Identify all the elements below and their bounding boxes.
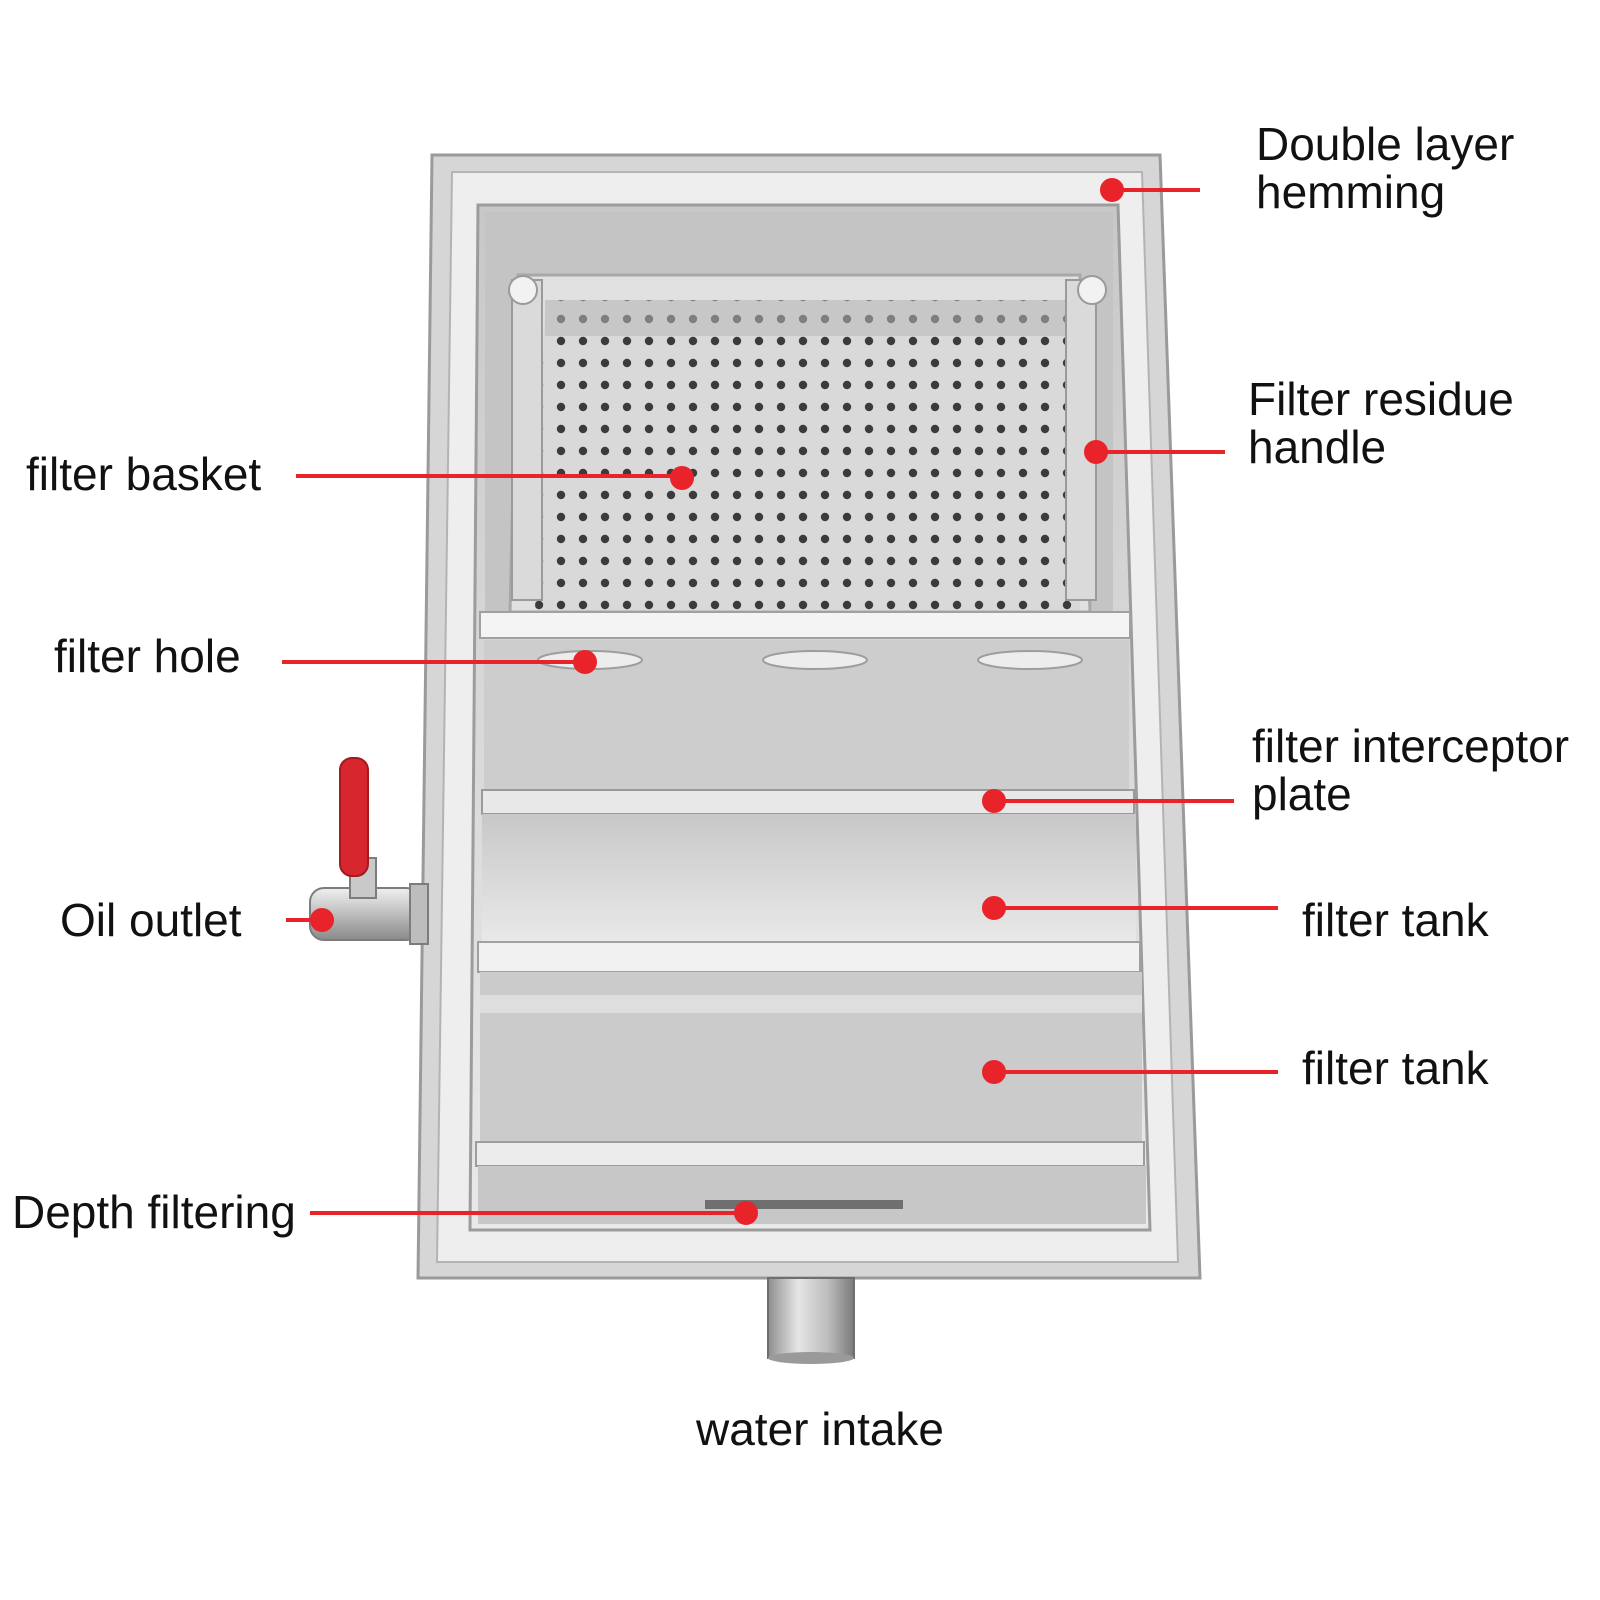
label-line: filter interceptor bbox=[1252, 720, 1570, 772]
marker-oil-outlet bbox=[310, 908, 334, 932]
marker-depth bbox=[734, 1201, 758, 1225]
label-double-layer-hemming: Double layer hemming bbox=[1256, 120, 1514, 216]
tank-body bbox=[416, 153, 1202, 1280]
label-text: Oil outlet bbox=[60, 894, 242, 946]
label-filter-tank-1: filter tank bbox=[1302, 896, 1489, 944]
label-line: Double layer bbox=[1256, 118, 1515, 170]
label-water-intake: water intake bbox=[696, 1405, 944, 1453]
marker-tank-2 bbox=[982, 1060, 1006, 1084]
marker-handle bbox=[1084, 440, 1108, 464]
label-text: Depth filtering bbox=[12, 1186, 296, 1238]
label-line: handle bbox=[1248, 421, 1387, 473]
label-filter-interceptor-plate: filter interceptor plate bbox=[1252, 722, 1569, 818]
label-filter-tank-2: filter tank bbox=[1302, 1044, 1489, 1092]
water-intake-pipe bbox=[767, 1277, 855, 1364]
label-line: Filter residue bbox=[1248, 373, 1514, 425]
label-oil-outlet: Oil outlet bbox=[60, 896, 242, 944]
label-text: water intake bbox=[696, 1403, 945, 1455]
label-filter-residue-handle: Filter residue handle bbox=[1248, 375, 1514, 471]
marker-tank-1 bbox=[982, 896, 1006, 920]
marker-hole bbox=[573, 650, 597, 674]
label-text: filter tank bbox=[1302, 894, 1489, 946]
valve-icon bbox=[309, 757, 429, 945]
marker-double-layer bbox=[1100, 178, 1124, 202]
label-filter-hole: filter hole bbox=[54, 632, 241, 680]
label-filter-basket: filter basket bbox=[26, 450, 261, 498]
perforated-basket bbox=[508, 273, 1107, 614]
leader-lines bbox=[282, 178, 1278, 1225]
label-depth-filtering: Depth filtering bbox=[12, 1188, 296, 1236]
label-line: hemming bbox=[1256, 166, 1446, 218]
marker-interceptor bbox=[982, 789, 1006, 813]
label-line: plate bbox=[1252, 768, 1352, 820]
label-text: filter hole bbox=[54, 630, 241, 682]
label-text: filter basket bbox=[26, 448, 262, 500]
label-text: filter tank bbox=[1302, 1042, 1489, 1094]
marker-basket bbox=[670, 466, 694, 490]
